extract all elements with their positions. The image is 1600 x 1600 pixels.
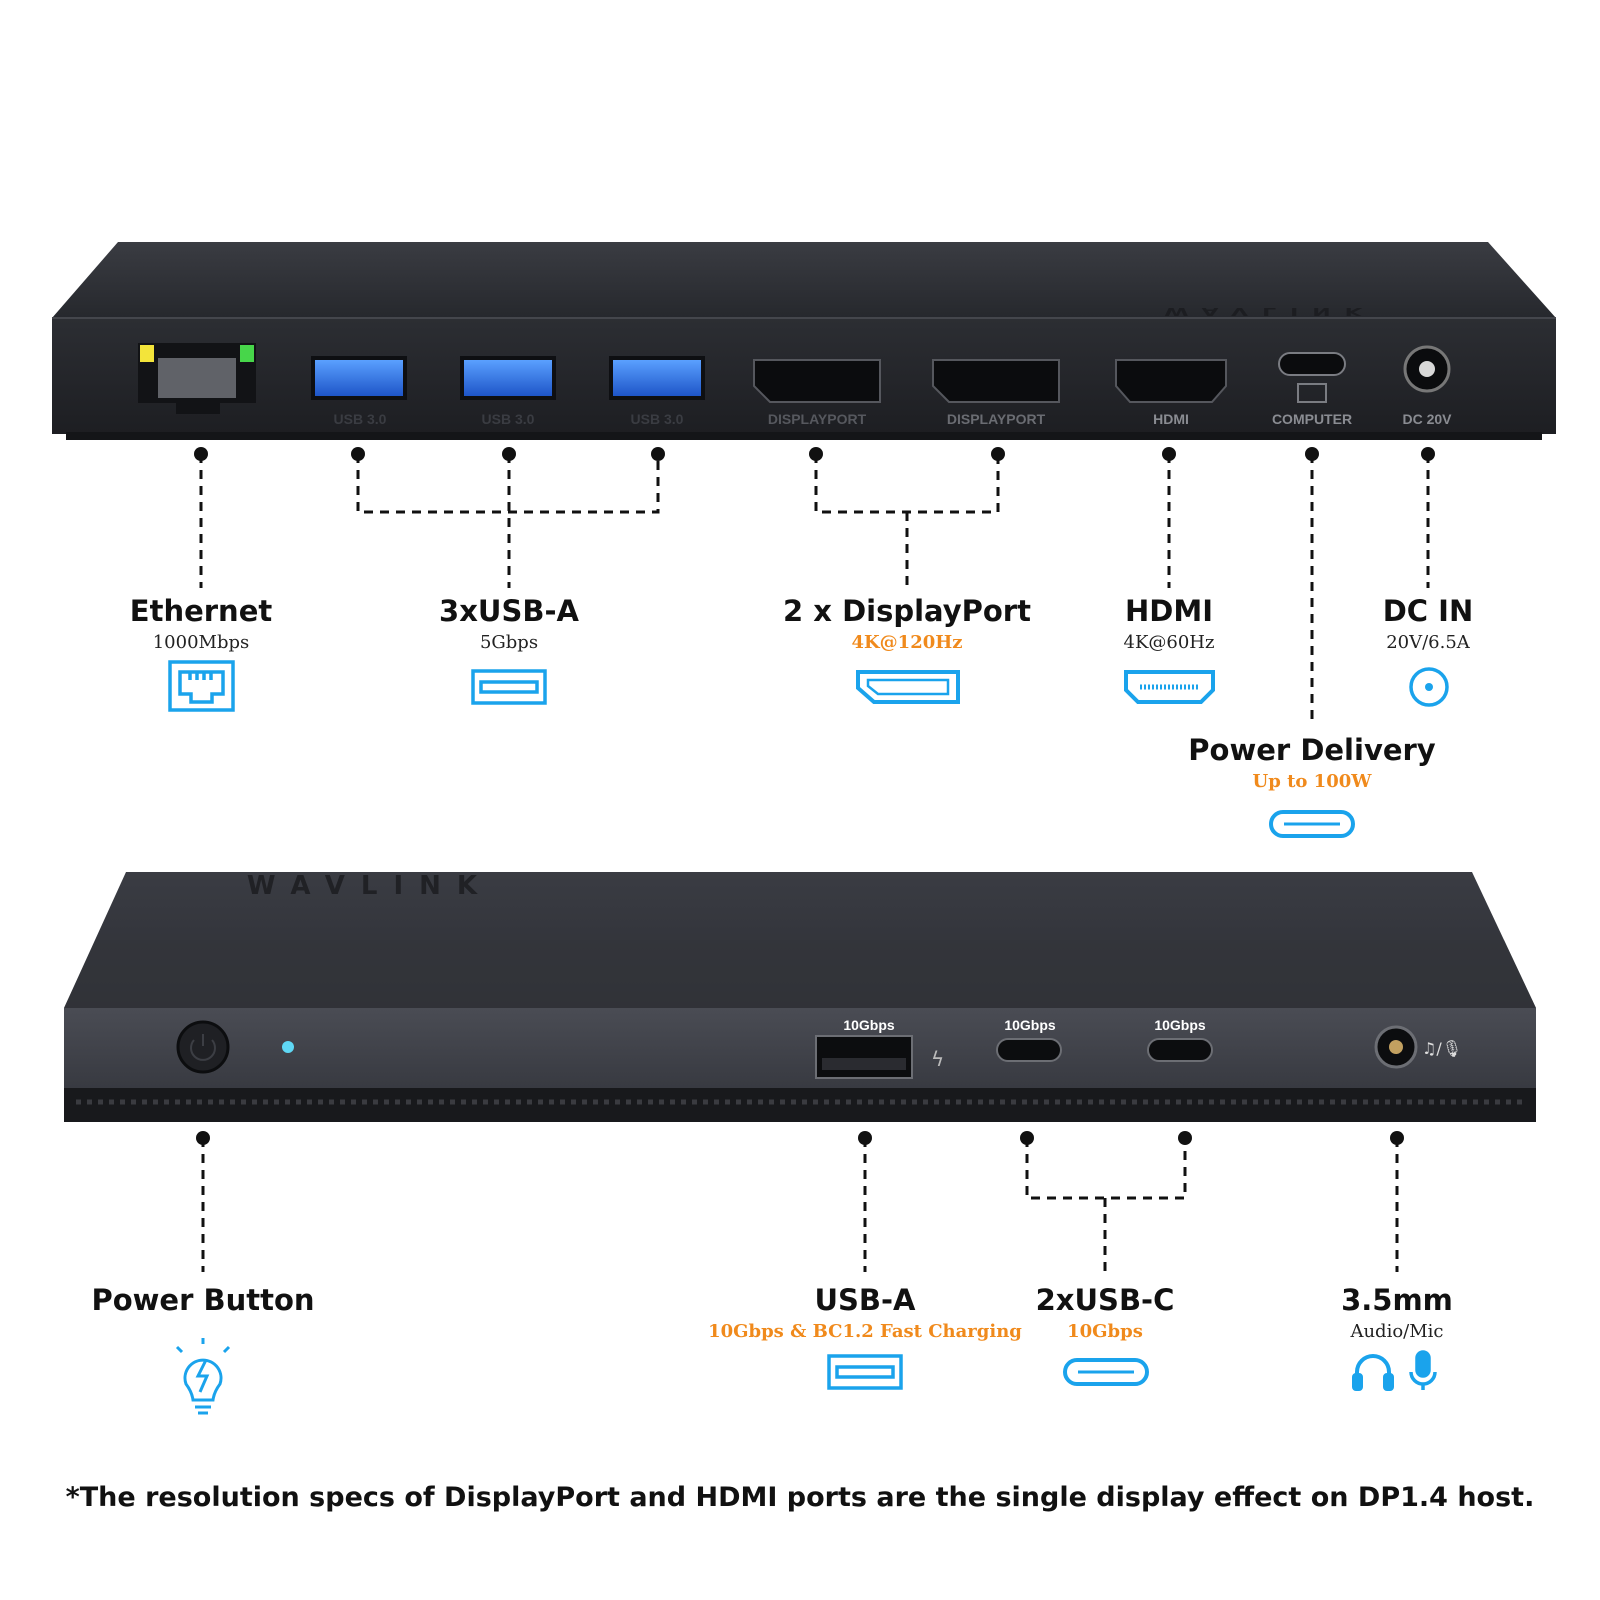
ethernet-icon xyxy=(168,660,235,712)
rear-hdmi-port xyxy=(1115,359,1227,403)
rear-dc-jack xyxy=(1403,345,1451,393)
rear-label-displayport-2: DISPLAYPORT xyxy=(947,411,1046,427)
front-label-usb-c-1: 10Gbps xyxy=(1004,1017,1056,1033)
rear-label-usb-2: USB 3.0 xyxy=(482,411,535,427)
rear-label-displayport-1: DISPLAYPORT xyxy=(768,411,867,427)
rear-label-hdmi: HDMI xyxy=(1153,411,1189,427)
displayport-icon xyxy=(856,670,960,704)
rear-connector-dots xyxy=(194,447,1435,461)
usb-a-front-icon xyxy=(827,1354,903,1390)
hdmi-subtitle: 4K@60Hz xyxy=(1123,632,1215,653)
usb-a-front-title: USB-A xyxy=(814,1283,916,1317)
front-brand-logo: WAVLINK xyxy=(247,871,493,901)
front-connector-lines xyxy=(201,1138,1399,1272)
rear-usb-port-2 xyxy=(460,356,556,400)
ethernet-subtitle: 1000Mbps xyxy=(152,632,250,653)
dc-in-title: DC IN xyxy=(1382,594,1474,628)
hdmi-icon xyxy=(1124,670,1215,704)
rear-brand-logo: WAVLINK xyxy=(1164,305,1375,318)
power-delivery-title: Power Delivery xyxy=(1188,733,1436,767)
rear-label-usb-1: USB 3.0 xyxy=(334,411,387,427)
rear-usb-port-3 xyxy=(609,356,705,400)
lightbulb-icon xyxy=(175,1338,231,1415)
usb-a-rear-title: 3xUSB-A xyxy=(439,594,579,628)
displayport-subtitle: 4K@120Hz xyxy=(851,632,963,653)
ethernet-port xyxy=(138,343,256,414)
headphones-icon xyxy=(1352,1354,1394,1391)
front-connector-dots xyxy=(196,1131,1404,1145)
front-usb-c-port-2 xyxy=(1147,1038,1213,1062)
ethernet-title: Ethernet xyxy=(129,594,273,628)
audio-subtitle: Audio/Mic xyxy=(1350,1321,1444,1342)
dc-in-icon xyxy=(1409,667,1449,707)
hdmi-title: HDMI xyxy=(1125,594,1213,628)
status-led xyxy=(282,1041,294,1053)
usb-a-front-subtitle: 10Gbps & BC1.2 Fast Charging xyxy=(708,1321,1022,1342)
front-audio-jack xyxy=(1374,1025,1418,1069)
usb-c-pd-icon xyxy=(1269,810,1355,838)
dc-in-subtitle: 20V/6.5A xyxy=(1386,632,1470,653)
audio-title: 3.5mm xyxy=(1341,1283,1453,1317)
rear-connector-lines xyxy=(199,454,1430,722)
computer-icon xyxy=(1297,383,1327,403)
rear-displayport-1 xyxy=(753,359,881,403)
front-label-usb-a: 10Gbps xyxy=(843,1017,895,1033)
front-device: WAVLINK ϟ 10Gbps 10Gbps 10Gbps xyxy=(64,871,1536,1122)
front-usb-c-port-1 xyxy=(996,1038,1062,1062)
rear-label-computer: COMPUTER xyxy=(1272,411,1352,427)
rear-label-usb-3: USB 3.0 xyxy=(631,411,684,427)
usb-c-front-icon xyxy=(1063,1358,1149,1386)
usb-c-front-subtitle: 10Gbps xyxy=(1067,1321,1143,1342)
front-label-usb-c-2: 10Gbps xyxy=(1154,1017,1206,1033)
audio-glyph: ♫/🎙 xyxy=(1422,1039,1462,1058)
rear-displayport-2 xyxy=(932,359,1060,403)
rear-usb-c-computer-port xyxy=(1278,352,1346,376)
rear-usb-port-1 xyxy=(311,356,407,400)
power-delivery-subtitle: Up to 100W xyxy=(1252,771,1372,792)
rear-label-dc: DC 20V xyxy=(1402,411,1452,427)
front-usb-a-port xyxy=(815,1035,913,1079)
rear-device: WAVLINK xyxy=(52,242,1556,440)
usb-a-rear-subtitle: 5Gbps xyxy=(479,632,539,653)
displayport-title: 2 x DisplayPort xyxy=(783,594,1031,628)
usb-c-front-title: 2xUSB-C xyxy=(1035,1283,1175,1317)
microphone-icon xyxy=(1409,1350,1437,1390)
front-power-button xyxy=(176,1020,230,1074)
power-button-title: Power Button xyxy=(91,1283,315,1317)
usb-a-icon xyxy=(471,669,547,705)
lightning-icon: ϟ xyxy=(931,1047,944,1071)
footnote: *The resolution specs of DisplayPort and… xyxy=(65,1482,1535,1513)
